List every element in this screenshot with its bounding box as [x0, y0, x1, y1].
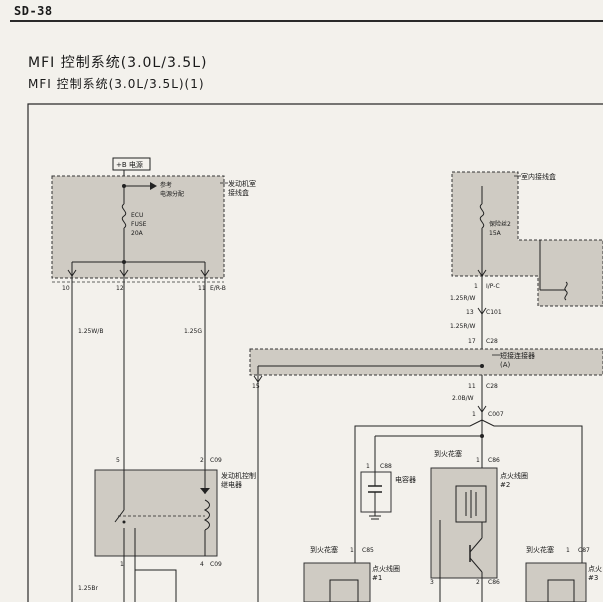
pin-1-c007: 1: [472, 411, 476, 418]
to-spark-plug-label-1: 到火花塞: [310, 545, 338, 554]
engine-box-label-2: 接线盒: [228, 188, 249, 197]
connector-c28-b: C28: [486, 383, 498, 390]
connector-ipc: I/P-C: [486, 283, 500, 290]
diagram-frame: [27, 103, 603, 602]
pin-1-ipc: 1: [474, 283, 478, 290]
short-connector-label-2: (A): [500, 361, 511, 369]
to-spark-plug-label-3: 到火花塞: [526, 545, 554, 554]
reference-arrow-icon: [150, 182, 157, 190]
pin-1-relay: 1: [120, 561, 124, 568]
power-source-box: [112, 157, 151, 171]
diagram-subtitle: MFI 控制系统(3.0L/3.5L)(1): [28, 77, 205, 91]
ignition-coil-1: [303, 562, 371, 602]
capacitor-label: 电容器: [395, 475, 416, 484]
pin-17: 17: [468, 338, 476, 345]
connector-er-b: E/R-B: [210, 285, 226, 292]
connector-c85: C85: [362, 547, 374, 554]
relay-label-2: 继电器: [221, 480, 242, 489]
fuse-label-1: ECU: [131, 212, 143, 219]
pin-2: 2: [200, 457, 204, 464]
coil2-label-1: 点火线圈: [500, 471, 528, 480]
pin-12: 12: [116, 285, 124, 292]
engine-box-label-1: 发动机室: [228, 179, 256, 188]
wire-1-25wb: 1.25W/B: [78, 328, 103, 335]
short-connector-label-1: 短接连接器: [500, 351, 535, 360]
connector-c86-a: C86: [488, 457, 500, 464]
coil1-label-2: #1: [372, 574, 382, 582]
pin-1-c87: 1: [566, 547, 570, 554]
coil1-label-1: 点火线圈: [372, 564, 400, 573]
pin-10: 10: [62, 285, 70, 292]
fuse2-label-2: 15A: [489, 230, 502, 237]
wire-1-25g: 1.25G: [184, 328, 202, 335]
wire-1-25br: 1.25Br: [78, 585, 98, 592]
wire-1-25rw-a: 1.25R/W: [450, 295, 476, 302]
pin-13: 13: [466, 309, 474, 316]
fuse-label-2: FUSE: [131, 221, 147, 228]
connector-c101: C101: [486, 309, 502, 316]
pin-1-c85: 1: [350, 547, 354, 554]
pin-1-c86: 1: [476, 457, 480, 464]
short-connector-a: [249, 348, 603, 376]
ecu-fuse-icon: [121, 203, 127, 229]
connector-c007: C007: [488, 411, 504, 418]
capacitor-box: [360, 471, 392, 513]
diagram-title: MFI 控制系统(3.0L/3.5L): [28, 55, 208, 71]
ignition-coil-2: [430, 467, 498, 579]
coil2-label-2: #2: [500, 481, 510, 489]
diode-icon: [200, 488, 210, 494]
connector-c88: C88: [380, 463, 392, 470]
coil3-label-1: 点火: [588, 565, 602, 573]
pin-3: 3: [430, 579, 434, 586]
wire-1-25rw-b: 1.25R/W: [450, 323, 476, 330]
connector-c86-b: C86: [488, 579, 500, 586]
interior-junction-box: [451, 171, 603, 307]
fuse2-label-1: 保险丝2: [489, 220, 511, 228]
interior-box-label: 室内接线盒: [521, 172, 556, 181]
connector-c09-b: C09: [210, 561, 222, 568]
pin-11-c28: 11: [468, 383, 476, 390]
engine-control-relay: [94, 469, 218, 557]
relay-coil-icon: [203, 499, 210, 531]
fuse-label-3: 20A: [131, 230, 144, 237]
connector-c28-a: C28: [486, 338, 498, 345]
fuse-2-icon: [479, 203, 485, 229]
pin-5: 5: [116, 457, 120, 464]
pin-4: 4: [200, 561, 204, 568]
connector-c87: C87: [578, 547, 590, 554]
coil3-label-2: #3: [588, 574, 598, 582]
to-spark-plug-label-2: 到火花塞: [434, 449, 462, 458]
engine-box-ref-2: 电源分配: [160, 190, 184, 198]
pin-11: 11: [198, 285, 206, 292]
wire-2-0bw: 2.0B/W: [452, 395, 474, 402]
header-rule: [10, 20, 603, 22]
pin-1-c88: 1: [366, 463, 370, 470]
pin-2-c86: 2: [476, 579, 480, 586]
engine-junction-box: [51, 175, 225, 279]
connector-c09-a: C09: [210, 457, 222, 464]
power-source-label: +B 电源: [116, 160, 143, 169]
relay-label-1: 发动机控制: [221, 471, 256, 480]
page-code: SD-38: [14, 4, 53, 18]
engine-box-ref-1: 参考: [160, 181, 172, 189]
ignition-coil-3: [525, 562, 587, 602]
pin-15: 15: [252, 383, 260, 390]
